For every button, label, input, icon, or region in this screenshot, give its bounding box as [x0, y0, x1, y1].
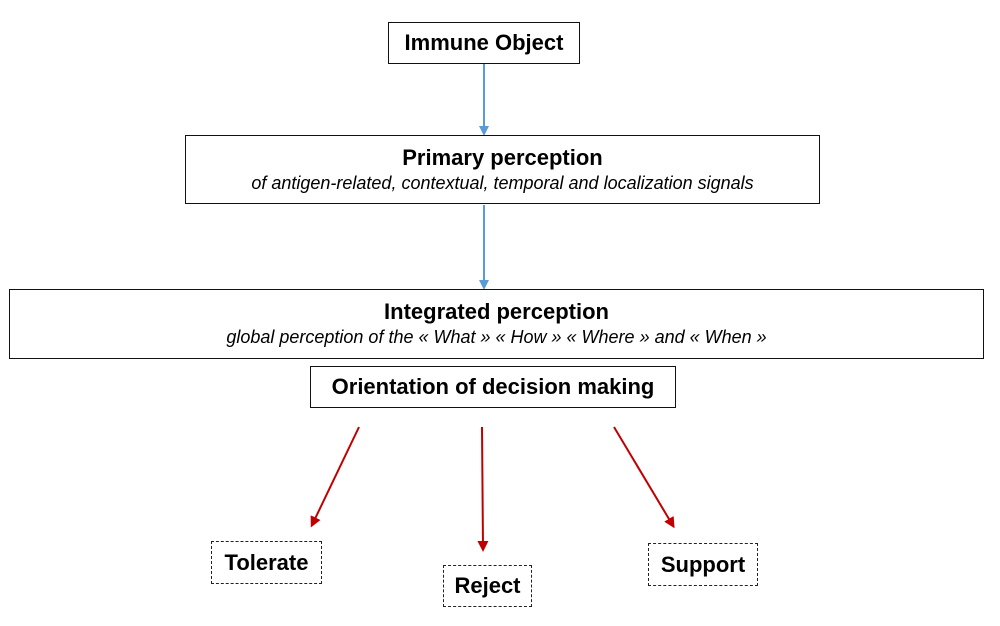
primary-perception-title: Primary perception: [402, 144, 603, 170]
primary-perception-box: Primary perception of antigen-related, c…: [185, 135, 820, 204]
integrated-perception-subtitle: global perception of the « What » « How …: [226, 327, 767, 347]
integrated-perception-title: Integrated perception: [384, 299, 609, 324]
support-label: Support: [660, 551, 746, 577]
tolerate-label: Tolerate: [224, 549, 309, 575]
support-box: Support: [648, 543, 758, 586]
arrow-to-support: [613, 426, 675, 529]
tolerate-box: Tolerate: [211, 541, 322, 584]
orientation-box: Orientation of decision making: [310, 366, 676, 408]
arrow-to-tolerate: [310, 426, 360, 528]
integrated-perception-box: Integrated perception global perception …: [9, 289, 984, 359]
orientation-label: Orientation of decision making: [331, 374, 655, 399]
reject-label: Reject: [454, 573, 521, 598]
primary-perception-subtitle: of antigen-related, contextual, temporal…: [251, 172, 754, 193]
immune-object-label: Immune Object: [404, 30, 564, 55]
immune-object-box: Immune Object: [388, 22, 580, 64]
reject-box: Reject: [443, 565, 532, 607]
arrow-to-reject: [477, 426, 489, 552]
